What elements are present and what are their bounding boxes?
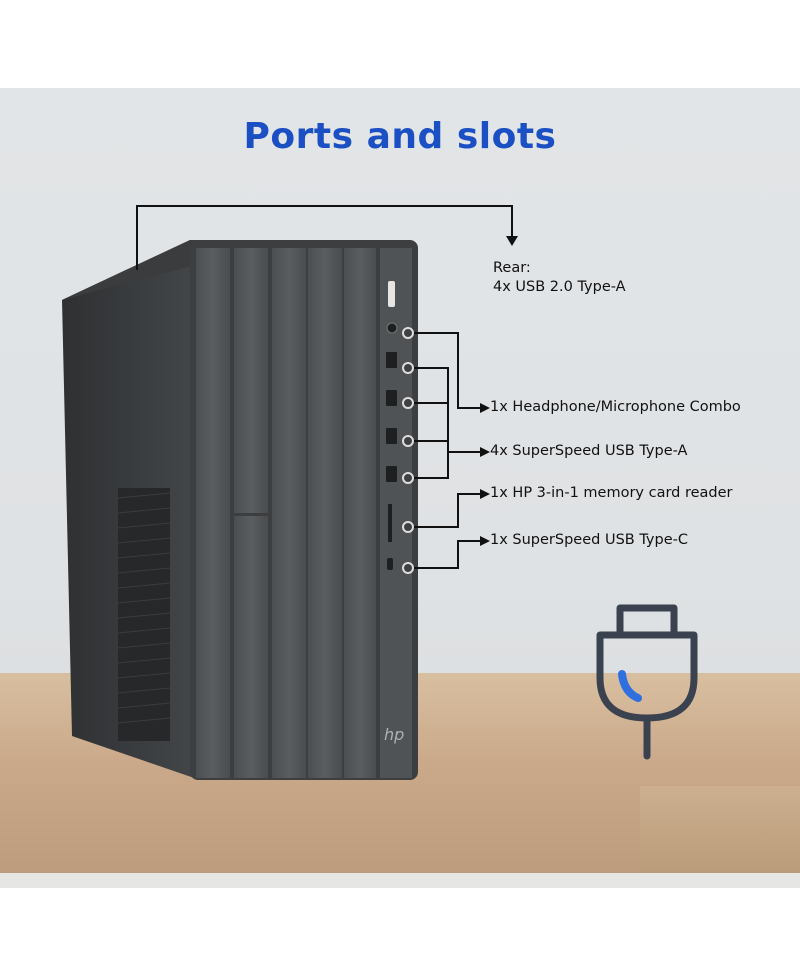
port-markers [402,327,414,574]
rear-callout-line [136,205,513,270]
desk-leg [640,786,800,886]
port-callout-lines [408,332,482,569]
front-ports [386,322,398,570]
hp-logo-icon: hp [384,725,404,744]
tower-illustration: hp [62,205,698,780]
vent-grille [117,488,171,741]
rear-heading: Rear: [493,260,531,276]
power-button [388,281,395,307]
port-label-headphone: 1x Headphone/Microphone Combo [490,399,741,415]
page-title: Ports and slots [243,116,557,157]
port-label-usb-c: 1x SuperSpeed USB Type-C [490,532,688,548]
port-label-card-reader: 1x HP 3-in-1 memory card reader [490,485,733,501]
port-label-usb-a: 4x SuperSpeed USB Type-A [490,443,688,459]
usb-plug-icon [596,604,698,760]
rear-detail: 4x USB 2.0 Type-A [493,279,626,295]
desk-edge [0,873,800,888]
front-fins [196,248,412,778]
product-image: Ports and slots [0,88,800,888]
